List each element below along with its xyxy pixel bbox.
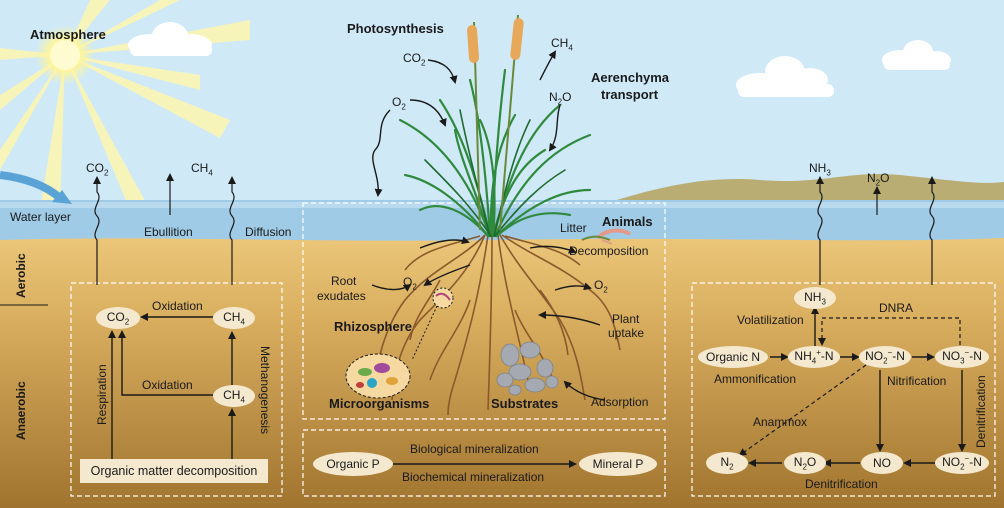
microorganisms-icon <box>345 353 411 399</box>
organic-matter-decomposition-box: Organic matter decomposition <box>80 459 268 483</box>
co2-node: CO2 <box>96 307 140 329</box>
plant-uptake-label-1: Plant <box>612 312 640 326</box>
denitrification-vertical-label: Denitrification <box>974 375 988 448</box>
plant-co2-label: CO2 <box>403 51 426 68</box>
aerobic-label: Aerobic <box>14 253 28 298</box>
flux-ch4-label: CH4 <box>191 161 213 178</box>
substrates-label: Substrates <box>491 396 559 411</box>
dnra-label: DNRA <box>879 301 914 315</box>
flux-nh3-label: NH3 <box>809 161 831 178</box>
no2-bottom-node: NO2−-N <box>935 452 989 474</box>
n2o-flux-arrow <box>928 176 936 285</box>
root-exudates-label-1: Root <box>331 274 357 288</box>
no3-node: NO3−-N <box>935 346 989 368</box>
respiration-label: Respiration <box>95 364 109 425</box>
cattail-head <box>510 18 524 60</box>
no-node: NO <box>861 452 903 474</box>
o2-right-label: O2 <box>594 278 608 295</box>
diffusion-label: Diffusion <box>245 225 292 239</box>
o2-left-label: O2 <box>403 275 417 292</box>
mineral-p-node: Mineral P <box>579 452 657 476</box>
organic-n-node: Organic N <box>698 346 768 368</box>
water-layer-label: Water layer <box>10 210 71 224</box>
panel-borders <box>70 202 996 497</box>
plant-uptake-label-2: uptake <box>608 326 645 340</box>
decomposition-label: Decomposition <box>569 244 649 258</box>
no2-node: NO2−-N <box>859 346 911 368</box>
denitrification-bottom-label: Denitrification <box>805 477 878 491</box>
oxidation-mid-label: Oxidation <box>142 378 193 392</box>
ebullition-label: Ebullition <box>144 225 193 239</box>
plant-n2o-label: N2O <box>549 90 572 107</box>
ch4-node-mid: CH4 <box>213 385 255 407</box>
plant-ch4-label: CH4 <box>551 36 573 53</box>
rhizosphere-icon <box>432 287 454 309</box>
n2o-node: N2O <box>784 452 826 474</box>
ch4-flux-arrow <box>228 176 236 285</box>
flux-n2o-label: N2O <box>867 171 890 188</box>
substrates-icon <box>496 341 559 396</box>
anammox-label: Anammox <box>753 415 808 429</box>
n2-node: N2 <box>706 452 748 474</box>
methanogenesis-label: Methanogenesis <box>258 346 272 435</box>
animals-label: Animals <box>602 214 653 229</box>
nitrification-label: Nitrification <box>887 374 947 388</box>
rhizosphere-label: Rhizosphere <box>334 319 413 334</box>
root-exudates-label-2: exudates <box>317 289 366 303</box>
photosynthesis-label: Photosynthesis <box>347 21 444 36</box>
soil <box>0 238 1004 508</box>
nh4-node: NH4+-N <box>788 346 840 368</box>
microorganisms-label: Microorganisms <box>329 396 430 411</box>
flux-co2-label: CO2 <box>86 161 109 178</box>
co2-flux-arrow <box>93 176 101 285</box>
anaerobic-label: Anaerobic <box>14 381 28 440</box>
aerenchyma-label-1: Aerenchyma <box>591 70 670 85</box>
water-inflow-arrow <box>0 171 63 202</box>
biological-mineralization-label: Biological mineralization <box>410 442 539 456</box>
organic-p-node: Organic P <box>313 452 393 476</box>
cloud-icon <box>736 56 834 97</box>
cloud-icon <box>128 22 212 56</box>
plant-o2-label: O2 <box>392 95 406 112</box>
nh3-flux-arrow <box>816 176 824 285</box>
oxidation-top-label: Oxidation <box>152 299 203 313</box>
cloud-icon <box>882 40 951 70</box>
ch4-node-top: CH4 <box>213 307 255 329</box>
aerenchyma-label-2: transport <box>601 87 659 102</box>
atmosphere-label: Atmosphere <box>30 27 106 42</box>
ammonification-label: Ammonification <box>714 372 797 386</box>
nh3-node: NH3 <box>794 287 836 309</box>
adsorption-label: Adsorption <box>591 395 649 409</box>
litter-label: Litter <box>560 221 587 235</box>
cattail-head <box>467 25 479 63</box>
volatilization-label: Volatilization <box>737 313 804 327</box>
biochemical-mineralization-label: Biochemical mineralization <box>402 470 545 484</box>
